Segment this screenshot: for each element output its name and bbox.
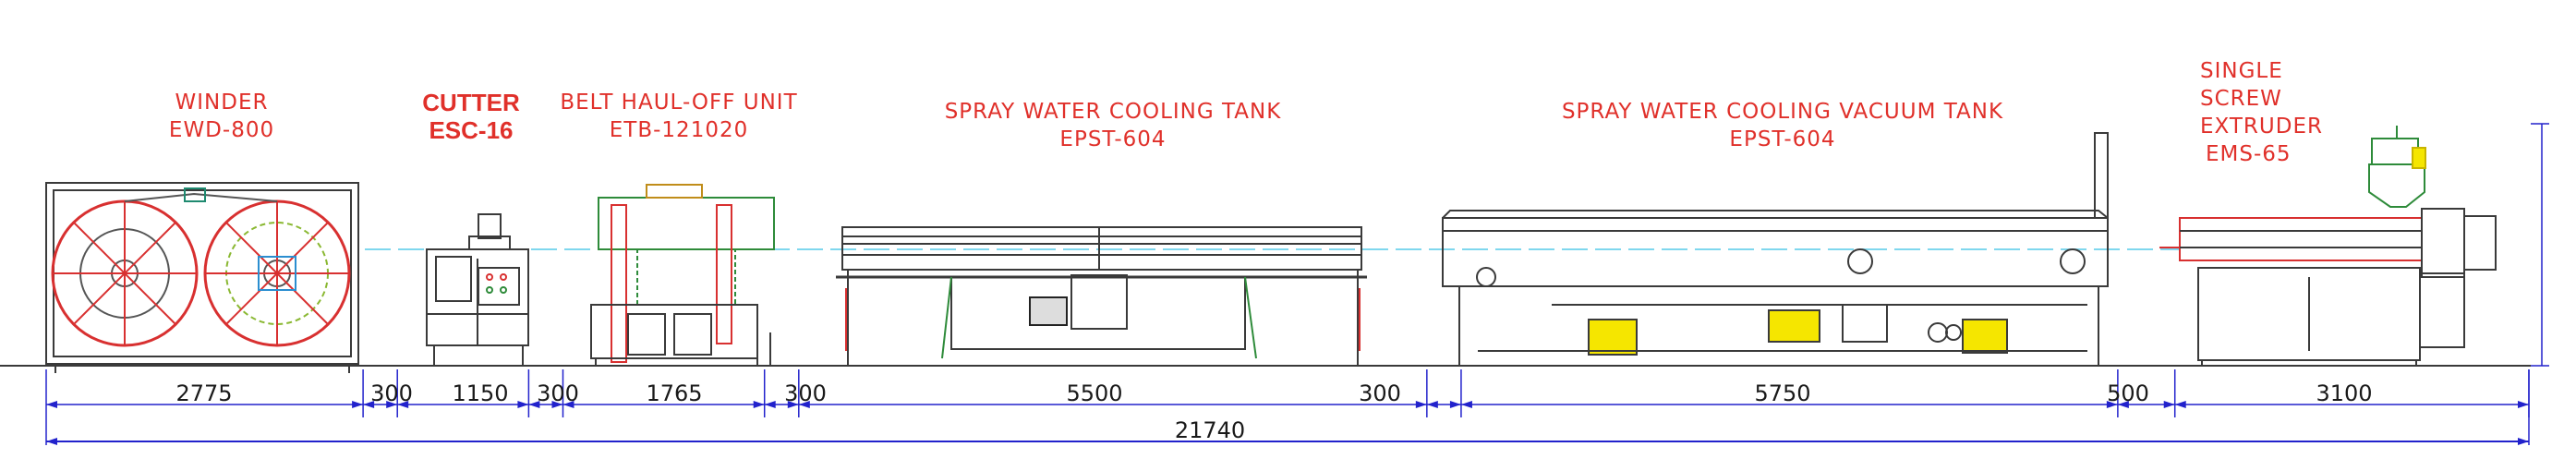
extruder-name-line-2: SCREW	[2200, 87, 2282, 111]
dim-label-cutter: 1150	[452, 380, 509, 406]
dim-arrow	[764, 401, 776, 408]
dim-label-gap-4: 300	[1359, 380, 1401, 406]
haul-off-drawing	[590, 184, 775, 366]
dim-arrow	[798, 401, 810, 408]
dim-arrow	[363, 401, 375, 408]
dim-arrow	[1460, 401, 1472, 408]
dim-arrow	[1415, 401, 1427, 408]
total-dim-arrow	[2518, 438, 2529, 445]
vacuum-tank-label: SPRAY WATER COOLING VACUUM TANK EPST-604	[1515, 98, 2050, 153]
winder-drawing	[45, 182, 359, 373]
dim-label-cooling-tank: 5500	[1066, 380, 1123, 406]
total-dimension-line	[46, 438, 2529, 445]
total-dim-arrow	[46, 438, 57, 445]
dim-arrow	[551, 401, 563, 408]
cutter-name: CUTTER	[422, 89, 520, 116]
winder-name: WINDER	[175, 91, 269, 115]
dim-label-extruder: 3100	[2316, 380, 2373, 406]
dim-label-gap-2: 300	[537, 380, 579, 406]
vacuum-tank-drawing	[1442, 132, 2109, 366]
height-dimension	[2531, 123, 2549, 367]
extruder-name-line-3: EXTRUDER	[2200, 115, 2323, 139]
dim-arrow	[2106, 401, 2118, 408]
cooling-tank-drawing	[836, 226, 1367, 366]
cutter-label: CUTTER ESC-16	[406, 89, 536, 144]
dim-label-gap-1: 300	[370, 380, 413, 406]
dim-label-vacuum-tank: 5750	[1754, 380, 1811, 406]
extruder-label: SINGLE SCREW EXTRUDER EMS-65	[2200, 57, 2339, 168]
dim-arrow	[528, 401, 540, 408]
extruder-drawing	[2159, 126, 2497, 366]
dim-arrow	[753, 401, 765, 408]
cooling-tank-model: EPST-604	[1059, 127, 1167, 151]
dim-arrow	[352, 401, 364, 408]
dim-arrow	[2174, 401, 2186, 408]
haul-off-name: BELT HAUL-OFF UNIT	[560, 91, 798, 115]
segment-dimension-chain	[45, 369, 2530, 445]
dim-arrow	[562, 401, 574, 408]
vacuum-tank-name: SPRAY WATER COOLING VACUUM TANK	[1561, 100, 2004, 124]
dim-label-total: 21740	[1174, 417, 1246, 443]
dim-label-gap-5: 500	[2107, 380, 2149, 406]
cooling-tank-name: SPRAY WATER COOLING TANK	[944, 100, 1282, 124]
dim-arrow	[1449, 401, 1461, 408]
dim-arrow	[2117, 401, 2129, 408]
dim-arrow	[2163, 401, 2175, 408]
haul-off-label: BELT HAUL-OFF UNIT ETB-121020	[554, 89, 804, 144]
extruder-name-line-1: SINGLE	[2200, 59, 2283, 83]
dim-arrow	[386, 401, 398, 408]
dim-arrow	[1426, 401, 1438, 408]
cooling-tank-label: SPRAY WATER COOLING TANK EPST-604	[914, 98, 1312, 153]
haul-off-model: ETB-121020	[609, 118, 749, 142]
dim-label-winder: 2775	[175, 380, 233, 406]
dim-arrow	[2518, 401, 2529, 408]
cutter-drawing	[426, 213, 529, 366]
dim-label-haul-off: 1765	[646, 380, 703, 406]
dim-label-gap-3: 300	[784, 380, 827, 406]
vacuum-tank-model: EPST-604	[1729, 127, 1836, 151]
winder-label: WINDER EWD-800	[129, 89, 314, 144]
cutter-model: ESC-16	[429, 116, 514, 144]
dim-arrow	[46, 401, 57, 408]
dim-arrow	[397, 401, 409, 408]
extruder-model: EMS-65	[2206, 142, 2292, 166]
dim-arrow	[517, 401, 529, 408]
winder-model: EWD-800	[168, 118, 275, 142]
dim-arrow	[787, 401, 799, 408]
